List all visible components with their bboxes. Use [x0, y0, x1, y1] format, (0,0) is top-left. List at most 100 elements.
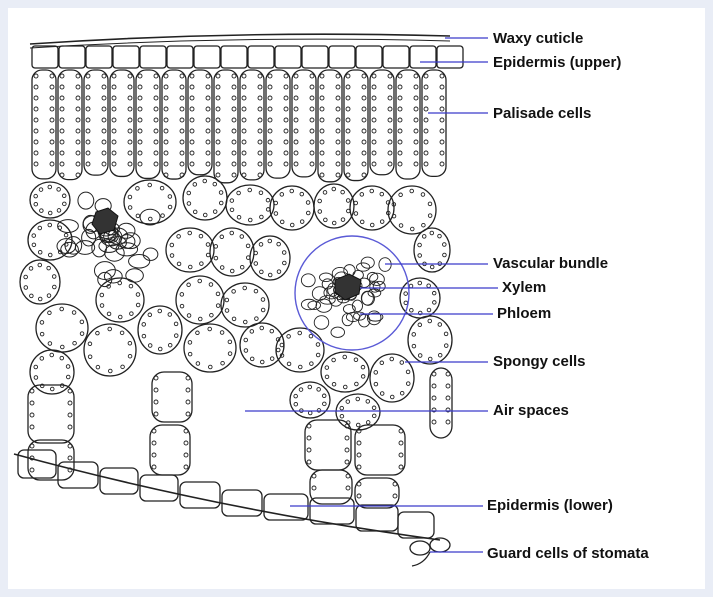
chloroplast — [76, 74, 80, 78]
chloroplast — [128, 118, 132, 122]
chloroplast — [268, 96, 272, 100]
chloroplast — [336, 74, 340, 78]
chloroplast — [102, 107, 106, 111]
spongy-cell — [30, 182, 70, 218]
chloroplast — [360, 220, 364, 224]
chloroplast — [357, 494, 361, 498]
chloroplast — [345, 436, 349, 440]
chloroplast — [294, 402, 298, 406]
chloroplast — [374, 371, 378, 375]
chloroplast — [180, 74, 184, 78]
small-vein-cell — [78, 192, 94, 209]
chloroplast — [284, 107, 288, 111]
chloroplast — [248, 188, 252, 192]
chloroplast — [284, 151, 288, 155]
chloroplast — [34, 118, 38, 122]
chloroplast — [362, 162, 366, 166]
upper-epidermis-cell — [167, 46, 193, 68]
label-phloem: Phloem — [497, 305, 551, 323]
chloroplast — [128, 107, 132, 111]
chloroplast — [196, 362, 200, 366]
chloroplast — [148, 183, 152, 187]
chloroplast — [320, 74, 324, 78]
chloroplast — [180, 151, 184, 155]
small-vein-cell — [129, 254, 150, 268]
chloroplast — [152, 465, 156, 469]
chloroplast — [32, 243, 36, 247]
chloroplast — [219, 191, 223, 195]
chloroplast — [406, 370, 410, 374]
chloroplast — [357, 465, 361, 469]
chloroplast — [414, 140, 418, 144]
chloroplast — [128, 195, 132, 199]
chloroplast — [158, 347, 162, 351]
chloroplast — [299, 388, 303, 392]
chloroplast — [190, 85, 194, 89]
chloroplast — [232, 151, 236, 155]
chloroplast — [68, 425, 72, 429]
chloroplast — [414, 151, 418, 155]
chloroplast — [102, 85, 106, 89]
chloroplast — [30, 444, 34, 448]
chloroplast — [206, 140, 210, 144]
chloroplast — [356, 397, 360, 401]
chloroplast — [60, 96, 64, 100]
chloroplast — [180, 85, 184, 89]
chloroplast — [380, 192, 384, 196]
chloroplast — [154, 107, 158, 111]
chloroplast — [76, 162, 80, 166]
chloroplast — [216, 85, 220, 89]
palisade-cell — [422, 70, 446, 176]
chloroplast — [208, 327, 212, 331]
chloroplast — [268, 129, 272, 133]
chloroplast — [287, 335, 291, 339]
chloroplast — [399, 465, 403, 469]
chloroplast — [418, 243, 422, 247]
lower-epidermis-cell — [140, 475, 178, 501]
chloroplast — [128, 140, 132, 144]
chloroplast — [230, 231, 234, 235]
chloroplast — [190, 129, 194, 133]
chloroplast — [283, 261, 287, 265]
chloroplast — [336, 129, 340, 133]
chloroplast — [60, 140, 64, 144]
chloroplast — [341, 218, 345, 222]
chloroplast — [410, 189, 414, 193]
chloroplast — [80, 320, 84, 324]
chloroplast — [320, 162, 324, 166]
chloroplast — [300, 220, 304, 224]
chloroplast — [274, 212, 278, 216]
chloroplast — [443, 253, 447, 257]
chloroplast — [112, 96, 116, 100]
chloroplast — [188, 265, 192, 269]
chloroplast — [294, 129, 298, 133]
chloroplast — [432, 372, 436, 376]
chloroplast — [128, 85, 132, 89]
chloroplast — [310, 162, 314, 166]
chloroplast — [206, 129, 210, 133]
chloroplast — [428, 214, 432, 218]
chloroplast — [284, 140, 288, 144]
chloroplast — [216, 292, 220, 296]
chloroplast — [422, 223, 426, 227]
chloroplast — [216, 173, 220, 177]
chloroplast — [290, 189, 294, 193]
chloroplast — [268, 85, 272, 89]
palisade-cell — [318, 70, 342, 182]
vascular-bundle-drawing — [295, 236, 409, 350]
chloroplast — [68, 456, 72, 460]
chloroplast — [336, 118, 340, 122]
chloroplast — [206, 243, 210, 247]
chloroplast — [214, 245, 218, 249]
chloroplast — [186, 400, 190, 404]
chloroplast — [112, 151, 116, 155]
chloroplast — [161, 214, 165, 218]
chloroplast — [60, 151, 64, 155]
chloroplast — [427, 284, 431, 288]
chloroplast — [388, 74, 392, 78]
chloroplast — [164, 118, 168, 122]
chloroplast — [220, 235, 224, 239]
chloroplast — [282, 251, 286, 255]
chloroplast — [424, 74, 428, 78]
chloroplast — [266, 198, 270, 202]
